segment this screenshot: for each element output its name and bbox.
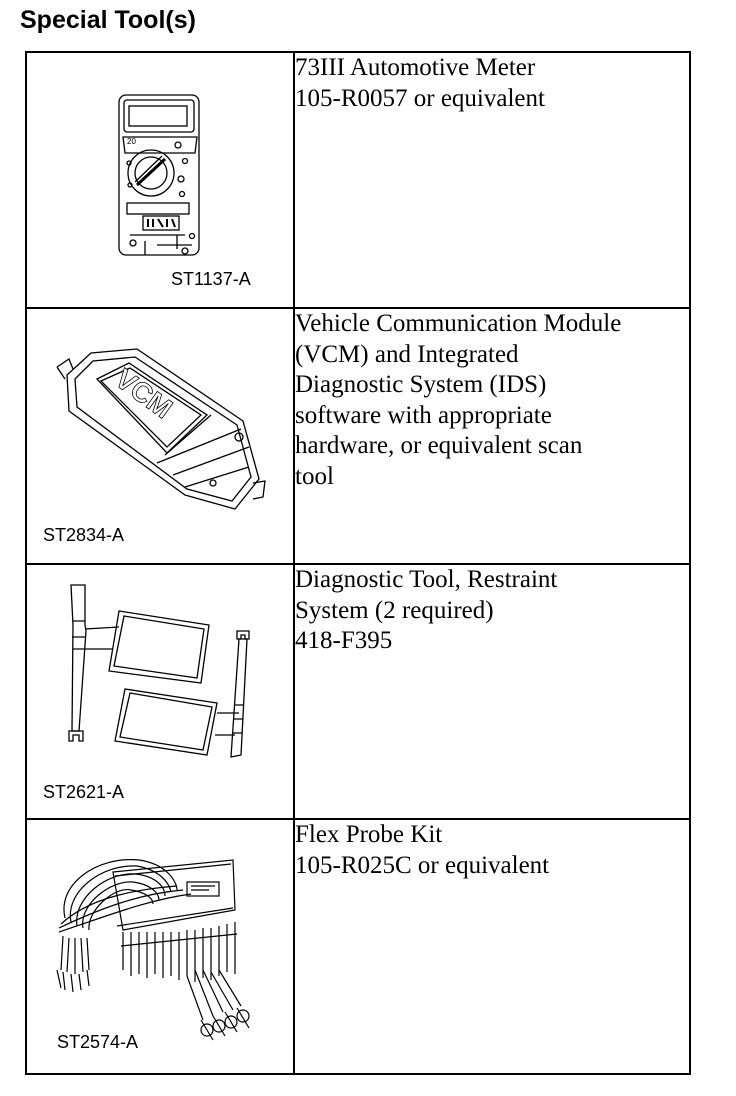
automotive-meter-icon: 20 bbox=[118, 94, 200, 256]
tool-row: 20 ST1137-A 73III Automotive Meter 105-R… bbox=[25, 51, 691, 309]
tool-description-line: System (2 required) bbox=[295, 596, 494, 624]
svg-text:20: 20 bbox=[127, 137, 136, 146]
tool-row: ST2621-A Diagnostic Tool, Restraint Syst… bbox=[25, 563, 691, 820]
tool-illustration-cell: ST2574-A bbox=[25, 818, 295, 1075]
tool-illustration-cell: VCM ST2834-A bbox=[25, 307, 295, 565]
tool-description-line: Flex Probe Kit bbox=[295, 821, 443, 848]
tool-illustration-cell: 20 ST1137-A bbox=[25, 51, 295, 309]
tool-row: ST2574-A Flex Probe Kit 105-R025C or equ… bbox=[25, 818, 691, 1075]
tool-row: VCM ST2834-A Vehicle Communication Modul… bbox=[25, 307, 691, 565]
figure-label: ST2834-A bbox=[43, 525, 125, 545]
figure-label: ST2621-A bbox=[43, 782, 125, 802]
tool-description: Diagnostic Tool, Restraint System (2 req… bbox=[293, 563, 691, 820]
tool-description-line: Vehicle Communication Module bbox=[295, 310, 622, 337]
tool-illustration-cell: ST2621-A bbox=[25, 563, 295, 820]
flex-probe-kit-icon bbox=[56, 859, 250, 1041]
tool-description: 73III Automotive Meter 105-R0057 or equi… bbox=[293, 51, 691, 309]
tool-description-line: 73III Automotive Meter bbox=[295, 54, 536, 81]
tool-description: Flex Probe Kit 105-R025C or equivalent bbox=[293, 818, 691, 1075]
figure-label: ST2574-A bbox=[57, 1032, 139, 1052]
tool-description-line: Diagnostic Tool, Restraint bbox=[295, 566, 558, 593]
vcm-logo-text: VCM bbox=[109, 363, 178, 425]
tool-description-line: tool bbox=[295, 462, 334, 490]
restraint-diagnostic-tool-icon bbox=[68, 584, 250, 758]
special-tools-table: 20 ST1137-A 73III Automotive Meter 105-R… bbox=[25, 51, 691, 1075]
tool-description-line: 105-R025C or equivalent bbox=[295, 851, 550, 879]
tool-description-line: Diagnostic System (IDS) bbox=[295, 371, 547, 398]
page-title: Special Tool(s) bbox=[20, 6, 196, 34]
tool-description-line: hardware, or equivalent scan bbox=[295, 432, 583, 459]
tool-description-line: 418-F395 bbox=[295, 627, 393, 654]
vcm-module-icon: VCM bbox=[56, 348, 266, 510]
figure-label: ST1137-A bbox=[171, 269, 251, 289]
tool-description-line: (VCM) and Integrated bbox=[295, 340, 519, 368]
tool-description-line: 105-R0057 or equivalent bbox=[295, 84, 545, 112]
tool-description: Vehicle Communication Module (VCM) and I… bbox=[293, 307, 691, 565]
tool-description-line: software with appropriate bbox=[295, 401, 552, 429]
